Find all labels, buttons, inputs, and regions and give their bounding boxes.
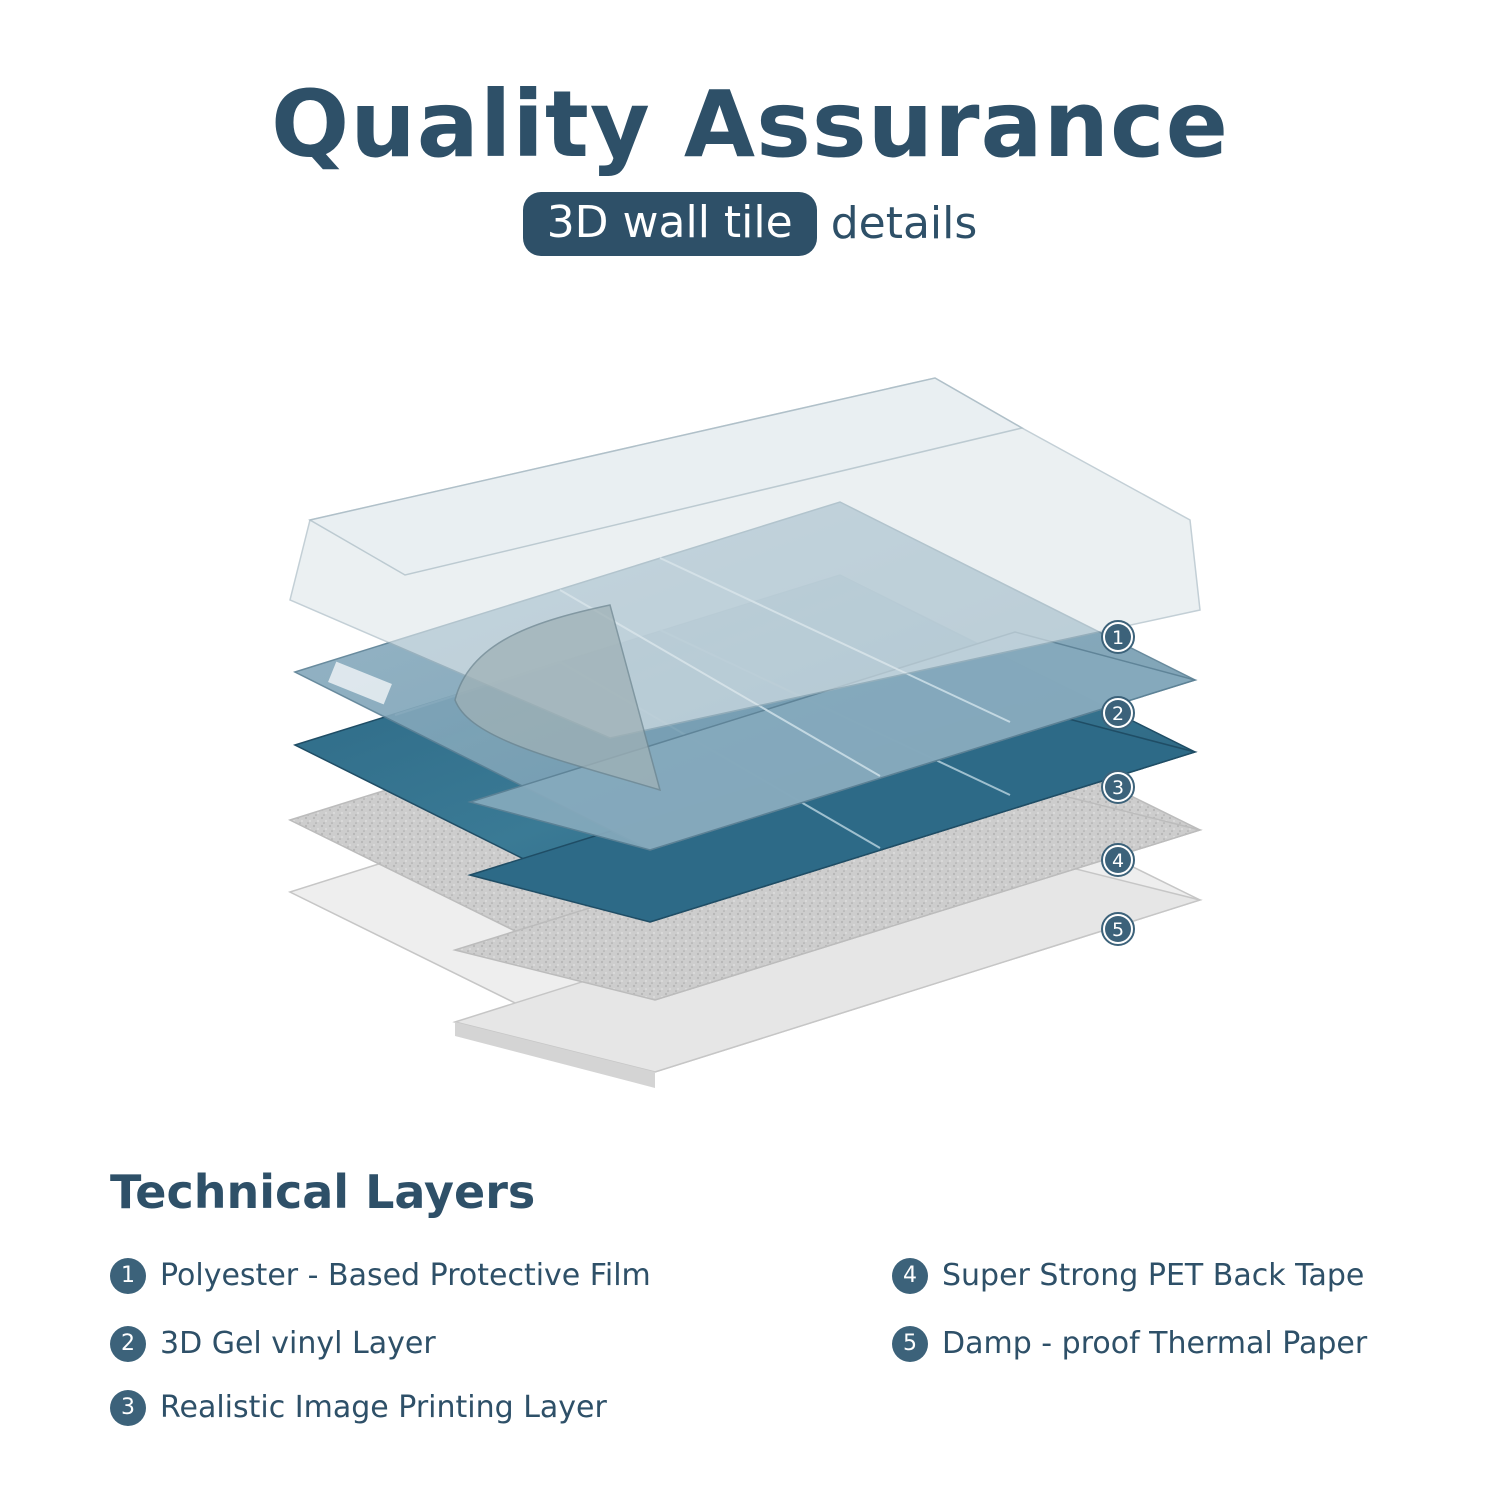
legend-badge-4: 4 (892, 1258, 928, 1294)
legend-item-5: 5 Damp - proof Thermal Paper (892, 1324, 1367, 1364)
legend-label-4: Super Strong PET Back Tape (942, 1258, 1365, 1293)
legend-item-4: 4 Super Strong PET Back Tape (892, 1256, 1364, 1296)
legend-badge-3: 3 (110, 1390, 146, 1426)
page-title: Quality Assurance (271, 71, 1229, 178)
marker-1-label: 1 (1112, 627, 1124, 649)
subtitle-text: details (830, 198, 978, 249)
layer-1-protective-film (289, 377, 1201, 792)
section-heading: Technical Layers (110, 1165, 536, 1219)
legend-badge-2: 2 (110, 1326, 146, 1362)
legend-label-2: 3D Gel vinyl Layer (160, 1326, 436, 1361)
marker-1: 1 (1101, 620, 1135, 654)
legend-item-1: 1 Polyester - Based Protective Film (110, 1256, 651, 1296)
marker-5: 5 (1101, 912, 1135, 946)
marker-4: 4 (1101, 843, 1135, 877)
legend-label-5: Damp - proof Thermal Paper (942, 1326, 1368, 1361)
legend-item-2: 2 3D Gel vinyl Layer (110, 1324, 436, 1364)
legend-badge-5: 5 (892, 1326, 928, 1362)
legend-badge-1: 1 (110, 1258, 146, 1294)
subtitle-pill: 3D wall tile (522, 192, 817, 256)
marker-2: 2 (1101, 696, 1135, 730)
marker-2-label: 2 (1112, 703, 1124, 725)
marker-3-label: 3 (1112, 777, 1124, 799)
legend-label-1: Polyester - Based Protective Film (160, 1258, 651, 1293)
marker-3: 3 (1101, 770, 1135, 804)
subtitle: 3D wall tile details (0, 192, 1500, 256)
legend-label-3: Realistic Image Printing Layer (160, 1390, 607, 1425)
legend-item-3: 3 Realistic Image Printing Layer (110, 1388, 607, 1428)
marker-4-label: 4 (1112, 850, 1124, 872)
marker-5-label: 5 (1112, 919, 1124, 941)
